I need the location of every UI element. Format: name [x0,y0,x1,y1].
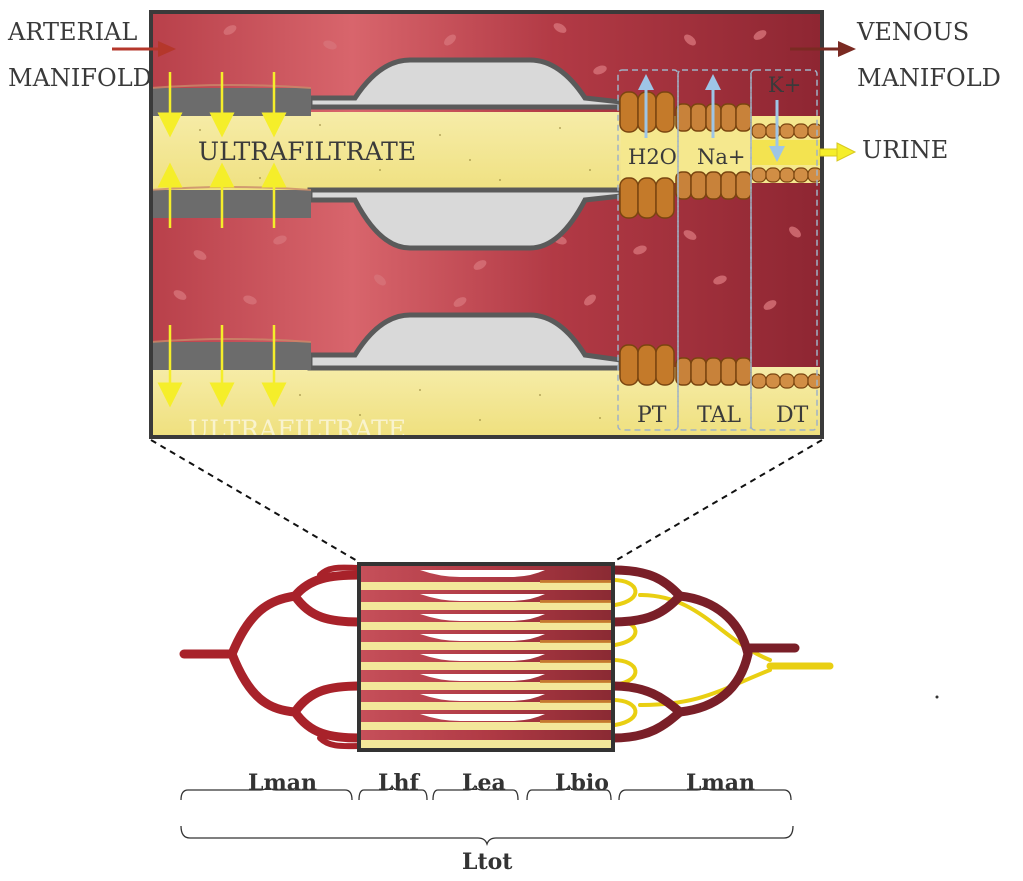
urine-lumen [752,140,822,165]
red-blood-cells [173,23,801,310]
brace-lman-left [180,784,353,801]
arterial-label-line2: MANIFOLD [8,64,152,92]
urine-manifold-tree [611,578,834,727]
ultrafiltrate-particles [199,124,601,421]
zoom-lines [150,439,823,563]
na-arrowhead [705,74,721,90]
zoomed-view: ULTRAFILTRATE ULTRAFILTRATE H2O Na+ K+ P… [151,12,822,444]
venous-label-line2: MANIFOLD [857,64,1001,92]
membrane-3 [151,342,311,370]
dim-lman-left: Lman [248,770,317,796]
na-label: Na+ [697,145,746,169]
membrane-2 [151,190,311,218]
venous-arrow [790,41,856,57]
h2o-arrowhead [638,74,654,90]
filtration-arrows [157,72,287,408]
dim-ltot: Ltot [462,849,513,875]
brace-ltot [180,825,794,847]
transport-arrows [638,74,785,162]
brace-lman-right [618,784,792,801]
mini-device-frame [357,562,615,752]
k-label: K+ [768,73,801,97]
dim-lhf: Lhf [378,770,420,796]
tal-label: TAL [697,403,741,428]
arterial-arrow [112,41,176,57]
urine-label: URINE [862,136,948,164]
chamber-bottom [307,312,624,371]
mini-cells [540,580,613,723]
brace-lhf [358,784,428,801]
dim-lbio: Lbio [555,770,609,796]
arterial-manifold-tree [179,564,365,750]
stray-dot [935,695,939,699]
venous-label-line1: VENOUS [856,18,969,46]
tubular-cells [619,91,822,389]
zoom-frame [149,10,824,439]
brace-lea [432,784,519,801]
segment-boxes [617,69,818,431]
chamber-middle [307,187,624,251]
k-arrowhead [769,146,785,162]
urine-arrow [819,142,857,162]
dim-lman-right: Lman [686,770,755,796]
mini-chambers [420,570,545,721]
chamber-top [307,57,624,110]
brace-lbio [526,784,612,801]
venous-manifold-tree [608,565,800,743]
dimension-braces [180,784,794,847]
pt-label: PT [637,403,667,428]
ultrafiltrate-label-top: ULTRAFILTRATE [198,137,416,166]
membrane-1 [151,88,311,116]
mini-ultrafiltrate-strips [359,582,613,748]
mini-device-body [359,564,613,750]
dt-label: DT [776,403,809,428]
ultrafiltrate-label-bottom: ULTRAFILTRATE [188,415,406,444]
arterial-label-line1: ARTERIAL [7,18,137,46]
h2o-label: H2O [628,145,677,169]
dim-lea: Lea [462,770,506,796]
